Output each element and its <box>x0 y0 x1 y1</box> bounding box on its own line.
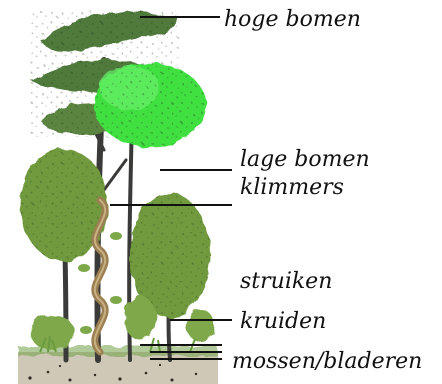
label-kruiden: kruiden <box>240 310 326 334</box>
label-hoge-bomen: hoge bomen <box>224 8 361 32</box>
label-lage-bomen: lage bomen <box>240 148 370 172</box>
label-mossen-bladeren: mossen/bladeren <box>232 350 422 374</box>
bright-green-crown <box>94 63 206 147</box>
label-klimmers: klimmers <box>240 176 344 200</box>
label-struiken: struiken <box>240 270 332 294</box>
